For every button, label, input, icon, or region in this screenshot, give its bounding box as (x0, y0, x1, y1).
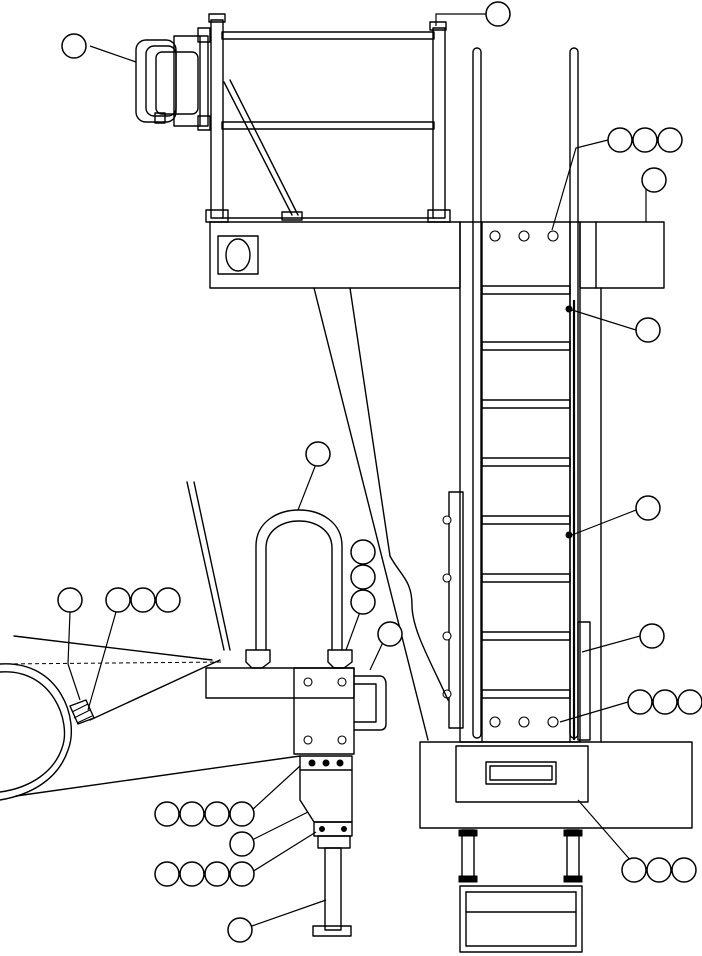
callout-top-left (61, 33, 87, 59)
callout-bubble (179, 801, 205, 827)
callout-bubble (632, 127, 658, 153)
callout-bubble (229, 831, 255, 857)
tank (0, 635, 301, 801)
callout-bubble (607, 127, 633, 153)
callout-bubble (652, 689, 678, 715)
lower-base (419, 741, 693, 953)
callout-bubble (204, 861, 230, 887)
callout-bubble (227, 917, 253, 943)
callout-bottom-right (621, 857, 697, 883)
callout-bubble (350, 539, 376, 565)
callout-bubble (635, 495, 661, 521)
callout-right-3 (635, 317, 661, 343)
callout-bubble (350, 564, 376, 590)
callout-lower-2 (229, 831, 255, 857)
frame-lines (186, 287, 449, 741)
callout-bubble (485, 1, 511, 27)
callout-bubble (57, 587, 83, 613)
leader-lines (67, 13, 654, 927)
callout-left-1 (57, 587, 83, 613)
callout-bubble (646, 857, 672, 883)
callout-bubble (377, 621, 403, 647)
gate-bracket (135, 27, 211, 131)
callout-bubble (105, 587, 131, 613)
callout-lower-1 (154, 801, 255, 827)
callout-bubble (229, 861, 255, 887)
u-bolt-assembly (205, 509, 387, 937)
callout-handle (377, 621, 403, 647)
callout-bubble (154, 861, 180, 887)
callout-lower-4 (227, 917, 253, 943)
callout-bubble (61, 33, 87, 59)
callout-bubble (671, 857, 697, 883)
callout-bubble (130, 587, 156, 613)
callout-bubble (627, 689, 653, 715)
callout-right-6 (627, 689, 702, 715)
callout-bubble (204, 801, 230, 827)
callout-stack (350, 539, 376, 615)
callout-bubble (657, 127, 683, 153)
callout-bubble (154, 801, 180, 827)
callout-left-2 (105, 587, 181, 613)
callout-bubble (635, 317, 661, 343)
callout-bubble (641, 167, 667, 193)
callout-right-5 (639, 623, 665, 649)
callout-bubble (350, 589, 376, 615)
callout-bubble (621, 857, 647, 883)
callout-u-bolt (305, 441, 331, 467)
callout-bubble (179, 861, 205, 887)
callout-bubble (229, 801, 255, 827)
callout-right-4 (635, 495, 661, 521)
callout-lower-3 (154, 861, 255, 887)
ladder (442, 47, 602, 743)
callout-bubble (155, 587, 181, 613)
platform (209, 221, 665, 289)
callout-bubble (677, 689, 702, 715)
callout-right-1 (607, 127, 683, 153)
callout-bubble (305, 441, 331, 467)
upper-handrail (205, 13, 451, 223)
callout-bubble (639, 623, 665, 649)
callout-top-right (485, 1, 511, 27)
callout-right-2 (641, 167, 667, 193)
